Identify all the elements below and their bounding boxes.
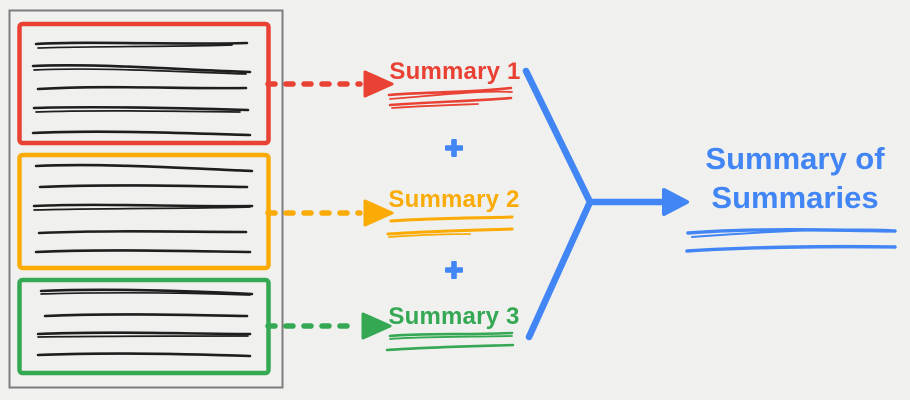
scribble-line (36, 352, 252, 358)
scribble-line (389, 90, 513, 100)
scribble-line (40, 292, 251, 296)
scribble-line (37, 335, 249, 338)
summary-of-summaries-scribble (685, 228, 897, 253)
scribble-line (39, 288, 254, 296)
scribble-line (37, 230, 248, 235)
summary-2-scribble (386, 215, 514, 238)
scribble-line (389, 215, 514, 223)
scribble-line (34, 41, 249, 46)
scribble-line (34, 163, 254, 173)
scribble-line (38, 184, 249, 189)
scribble-line (31, 63, 252, 74)
arrowhead-icon (363, 70, 394, 98)
merge-connector (522, 67, 689, 341)
summary-3-label: Summary 3 (388, 303, 520, 330)
scribble-line (32, 203, 254, 208)
scribble-line (36, 331, 252, 336)
merge-lines (522, 67, 670, 341)
scribble-line (32, 105, 250, 112)
arrow-section3-to-summary3 (265, 312, 392, 340)
summary-3-scribble (385, 331, 515, 352)
scribble-line (387, 86, 513, 97)
arrowhead-icon (361, 312, 392, 340)
scribble-line (35, 109, 241, 113)
scribble-line (389, 335, 513, 340)
summary-1-scribble (387, 86, 513, 109)
summary-of-summaries-label: Summary of Summaries (705, 141, 885, 215)
scribble-line (391, 103, 479, 109)
scribble-line (33, 206, 251, 211)
scribble-line (34, 249, 252, 254)
arrowhead-icon (662, 188, 689, 216)
scribble-line (388, 96, 513, 107)
summary-1-label: Summary 1 (389, 58, 521, 85)
scribble-line (43, 313, 249, 318)
scribble-line (691, 228, 891, 238)
scribble-line (388, 331, 514, 338)
scribble-line (685, 244, 897, 253)
source-document (8, 9, 284, 389)
plus-icon (445, 139, 463, 157)
arrow-section2-to-summary2 (265, 199, 394, 227)
scribble-line (33, 68, 247, 75)
document-text-scribbles (31, 41, 254, 358)
scribble-line (686, 228, 897, 235)
arrowhead-icon (363, 199, 394, 227)
scribble-line (37, 44, 233, 49)
scribble-line (31, 130, 252, 137)
scribble-line (36, 85, 248, 91)
plus-icon (445, 261, 463, 279)
arrow-section1-to-summary1 (265, 70, 394, 98)
scribble-line (388, 233, 471, 238)
scribble-line (386, 227, 514, 236)
summary-2-label: Summary 2 (388, 186, 520, 213)
scribble-line (385, 343, 515, 352)
